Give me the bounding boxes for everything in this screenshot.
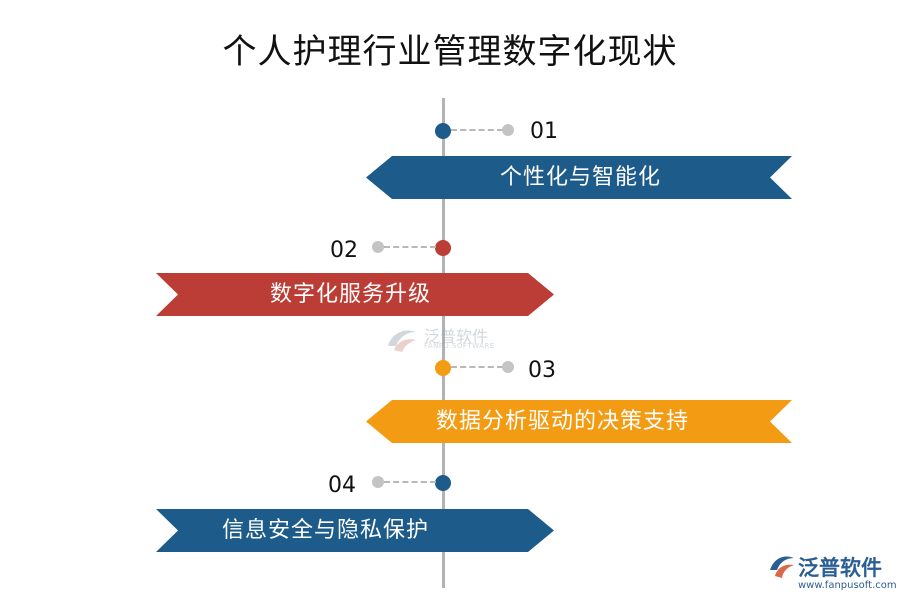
connector-dash-3 <box>451 366 503 368</box>
step-number-3: 03 <box>528 358 556 383</box>
step-label-1: 个性化与智能化 <box>500 165 662 190</box>
step-label-2: 数字化服务升级 <box>270 282 432 307</box>
fanpu-logo-icon <box>770 556 794 578</box>
step-banner-4: 信息安全与隐私保护 <box>156 509 554 552</box>
step-banner-3: 数据分析驱动的决策支持 <box>366 400 792 443</box>
step-number-4: 04 <box>328 473 356 498</box>
logo-url: www.fanpusoft.com <box>798 580 897 591</box>
connector-dash-4 <box>384 481 436 483</box>
timeline-dot-3 <box>435 360 451 376</box>
connector-end-dot-3 <box>502 361 514 373</box>
timeline-axis <box>442 98 445 588</box>
timeline-dot-1 <box>435 123 451 139</box>
connector-end-dot-4 <box>372 476 384 488</box>
connector-end-dot-1 <box>502 124 514 136</box>
connector-end-dot-2 <box>372 241 384 253</box>
step-banner-2: 数字化服务升级 <box>156 273 554 316</box>
watermark: 泛普软件 FANPU SOFTWARE <box>384 322 524 356</box>
step-number-1: 01 <box>530 119 558 144</box>
fanpu-logo-icon <box>388 330 416 352</box>
brand-logo: 泛普软件 www.fanpusoft.com <box>768 552 897 594</box>
step-banner-1: 个性化与智能化 <box>366 156 792 199</box>
logo-name: 泛普软件 <box>798 556 882 580</box>
step-label-3: 数据分析驱动的决策支持 <box>436 409 690 434</box>
connector-dash-2 <box>384 246 436 248</box>
step-number-2: 02 <box>330 238 358 263</box>
watermark-sub: FANPU SOFTWARE <box>424 342 495 350</box>
connector-dash-1 <box>451 129 503 131</box>
step-label-4: 信息安全与隐私保护 <box>222 518 430 543</box>
page-title: 个人护理行业管理数字化现状 <box>222 32 678 72</box>
watermark-name: 泛普软件 <box>424 327 489 346</box>
timeline-dot-2 <box>435 240 451 256</box>
timeline-dot-4 <box>435 475 451 491</box>
